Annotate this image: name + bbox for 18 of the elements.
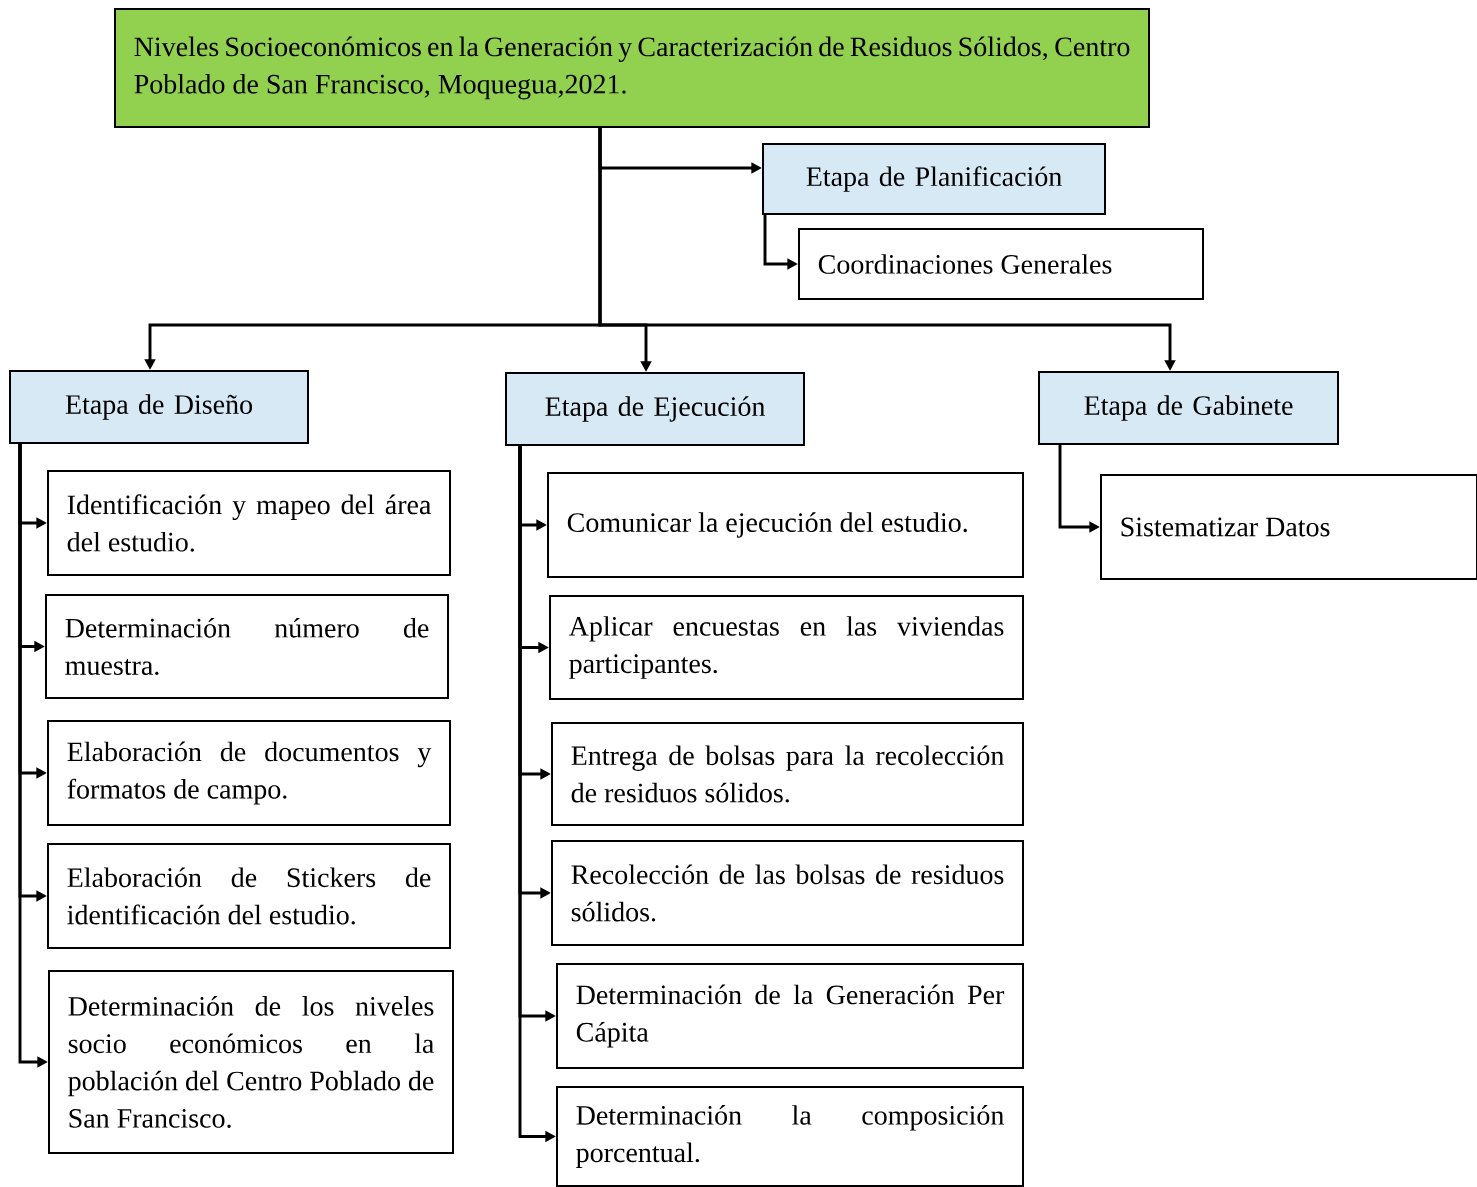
stage-box: Etapa de Planificación: [762, 143, 1106, 215]
task-box: Determinación de los niveles socio económicos en la población del Centro Poblado de San Francisco.: [48, 970, 454, 1154]
task-box: Elaboración de documentos y formatos de campo.: [47, 720, 451, 826]
task-box: Entrega de bolsas para la recolección de residuos sólidos.: [551, 722, 1024, 826]
stage-box: Etapa de Diseño: [9, 370, 309, 444]
task-box: Elaboración de Stickers de identificación del estudio.: [47, 843, 451, 949]
task-box: Recolección de las bolsas de residuos sólidos.: [551, 840, 1024, 946]
task-box: Determinación número de muestra.: [45, 594, 449, 699]
title-box: Niveles Socioeconómicos en la Generación y Caracterización de Residuos Sólidos, Centro Poblado de San Francisco, Moquegua,2021.: [114, 8, 1150, 128]
stage-box: Etapa de Gabinete: [1038, 371, 1339, 445]
task-box: Sistematizar Datos: [1100, 474, 1477, 580]
task-box: Determinación de la Generación Per Cápita: [556, 963, 1024, 1069]
task-box: Comunicar la ejecución del estudio.: [547, 472, 1024, 578]
stage-box: Etapa de Ejecución: [505, 372, 805, 446]
task-box: Aplicar encuestas en las viviendas participantes.: [549, 595, 1024, 700]
task-box: Coordinaciones Generales: [798, 228, 1204, 300]
task-box: Identificación y mapeo del área del estudio.: [47, 470, 451, 576]
task-box: Determinación la composición porcentual.: [556, 1086, 1024, 1187]
